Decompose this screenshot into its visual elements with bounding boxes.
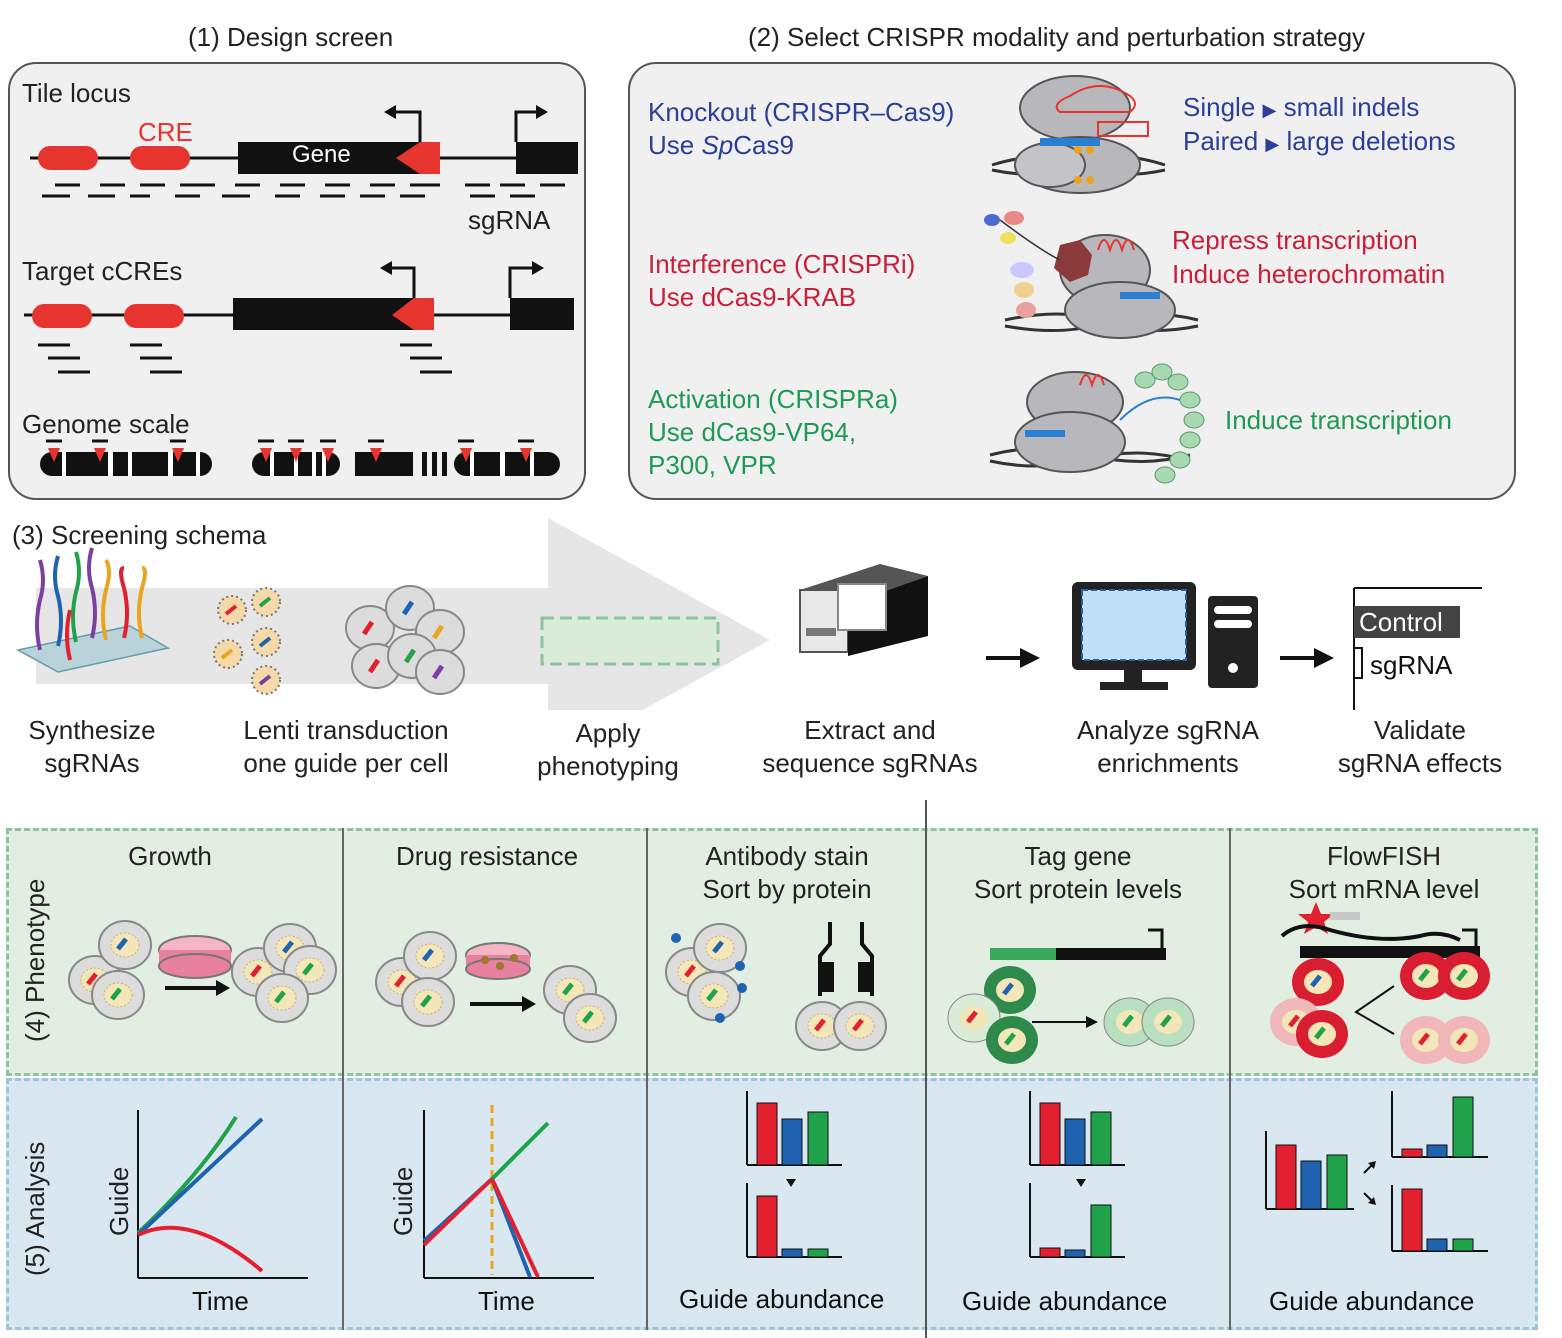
control-bar-label: Control: [1359, 607, 1443, 637]
phenotype-growth: Growth: [128, 841, 212, 871]
sgrna-tiles: [42, 183, 565, 198]
dcas9-krab-icon: [984, 211, 1199, 339]
interference-title: Interference (CRISPRi): [648, 249, 916, 279]
genome-scale-label: Genome scale: [22, 409, 190, 439]
cas9-illustrations: [984, 75, 1205, 484]
cre-element: [130, 146, 190, 170]
flowfish-x-label: Guide abundance: [1269, 1286, 1475, 1316]
computer-icon: [1072, 582, 1258, 690]
activation-effect: Induce transcription: [1225, 405, 1452, 435]
knockout-effect-paired: Paired ▶ large deletions: [1183, 126, 1456, 156]
cre-element: [38, 146, 98, 170]
growth-plot: [136, 1110, 308, 1279]
growth-y-label: Guide: [104, 1166, 134, 1236]
antibody-bars: [746, 1091, 842, 1258]
interference-effect-1: Repress transcription: [1172, 225, 1418, 255]
activation-enzyme-2: P300, VPR: [648, 450, 777, 480]
dish-icon: [158, 935, 232, 979]
knockout-title: Knockout (CRISPR–Cas9): [648, 97, 955, 127]
promoter-arrow: [396, 142, 440, 174]
validation-plot: [1353, 587, 1482, 710]
dcas9-vp64-icon: [989, 363, 1205, 484]
divider: [925, 800, 927, 1338]
panel3-title: (3) Screening schema: [12, 520, 267, 550]
knockout-effect-single: Single ▶ small indels: [1183, 92, 1420, 122]
target-ccres-label: Target cCREs: [22, 256, 183, 286]
tag-gene-x-label: Guide abundance: [962, 1286, 1168, 1316]
growth-series-down: [137, 1225, 264, 1273]
sgrna-array-icon: [15, 547, 171, 673]
drug-plot: [422, 1105, 594, 1279]
design-screen-panel: [8, 62, 586, 500]
activation-enzyme: Use dCas9-VP64,: [648, 417, 857, 447]
sequencer-icon: [799, 564, 928, 656]
flow-arrow: [986, 648, 1040, 668]
tile-locus-label: Tile locus: [22, 78, 131, 108]
sgrna-bar-label: sgRNA: [1370, 650, 1453, 680]
phenotype-illustrations: [68, 902, 1490, 1064]
drug-dish-icon: [465, 942, 531, 980]
cas9-icon: [991, 75, 1166, 194]
sgrna-label: sgRNA: [468, 205, 551, 235]
drug-y-label: Guide: [388, 1166, 418, 1236]
activation-title: Activation (CRISPRa): [648, 384, 898, 414]
chromosomes: [40, 439, 560, 476]
cre-label: CRE: [138, 117, 193, 147]
panel1-title: (1) Design screen: [188, 22, 394, 52]
flow-cytometer-icon: [818, 922, 874, 996]
tag-gene-bars: [1029, 1091, 1125, 1258]
phenotype-drug-resistance: Drug resistance: [395, 841, 579, 871]
screening-flow: [15, 518, 1482, 710]
analysis-plots: [136, 1091, 1488, 1279]
drug-x-label: Time: [478, 1286, 535, 1316]
gene-label: Gene: [292, 141, 351, 168]
locus-diagram: [24, 105, 578, 476]
interference-enzyme: Use dCas9-KRAB: [648, 282, 857, 312]
growth-series-up: [136, 1115, 238, 1235]
knockout-enzyme: Use SpCas9: [648, 130, 794, 160]
antibody-x-label: Guide abundance: [679, 1284, 885, 1314]
flowfish-bars: [1265, 1091, 1488, 1252]
interference-effect-2: Induce heterochromatin: [1172, 259, 1446, 289]
growth-x-label: Time: [192, 1286, 249, 1316]
gene-block: [238, 142, 420, 174]
flow-arrow: [1280, 648, 1334, 668]
growth-series-neutral: [136, 1117, 264, 1237]
panel2-title: (2) Select CRISPR modality and perturbat…: [748, 22, 1366, 52]
phenotyping-box: [540, 616, 720, 666]
